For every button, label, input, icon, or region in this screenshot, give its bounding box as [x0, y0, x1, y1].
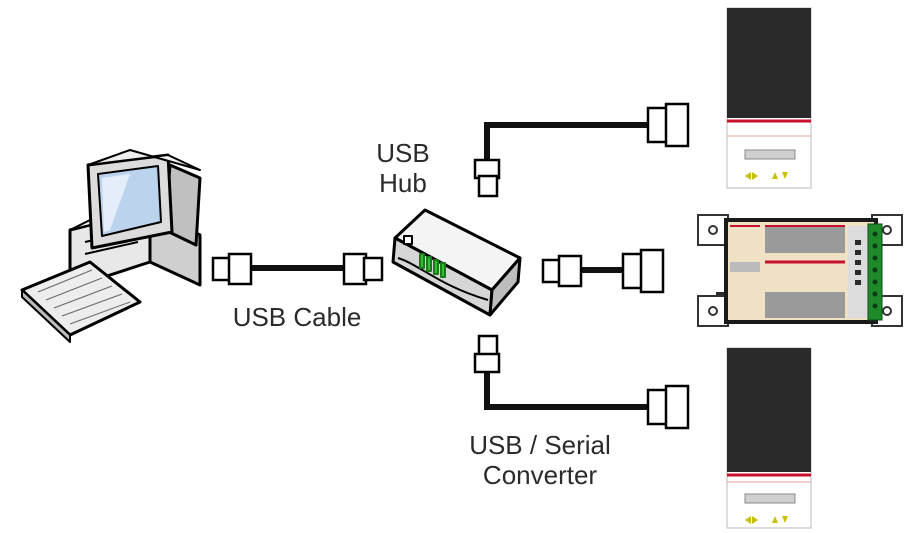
usb-cable-middle	[541, 248, 665, 294]
panel-device-icon	[726, 7, 812, 189]
controller-board-icon	[697, 214, 903, 327]
usb-a-plug-icon	[211, 252, 253, 286]
usb-b-plug-icon	[621, 248, 665, 294]
usb-hub-label-line2: Hub	[379, 168, 427, 198]
usb-a-plug-icon	[473, 158, 501, 198]
converter-label-line1: USB / Serial	[469, 430, 611, 460]
usb-hub-icon	[391, 208, 522, 317]
usb-a-plug-icon	[473, 334, 501, 374]
desktop-computer-icon	[20, 149, 202, 343]
usb-hub-label: USB Hub	[340, 138, 466, 198]
usb-cable	[211, 252, 384, 286]
usb-cable-top	[473, 102, 690, 198]
usb-a-plug-icon	[342, 252, 384, 286]
usb-a-plug-icon	[541, 254, 583, 288]
converter-label-line2: Converter	[482, 460, 598, 490]
panel-device-icon	[726, 347, 812, 529]
usb-cable-bottom	[473, 334, 690, 430]
usb-b-plug-icon	[646, 384, 690, 430]
usb-b-plug-icon	[646, 102, 690, 148]
usb-cable-label: USB Cable	[232, 302, 362, 332]
usb-serial-converter-label: USB / Serial Converter	[430, 430, 650, 490]
usb-hub-label-line1: USB	[376, 138, 430, 168]
